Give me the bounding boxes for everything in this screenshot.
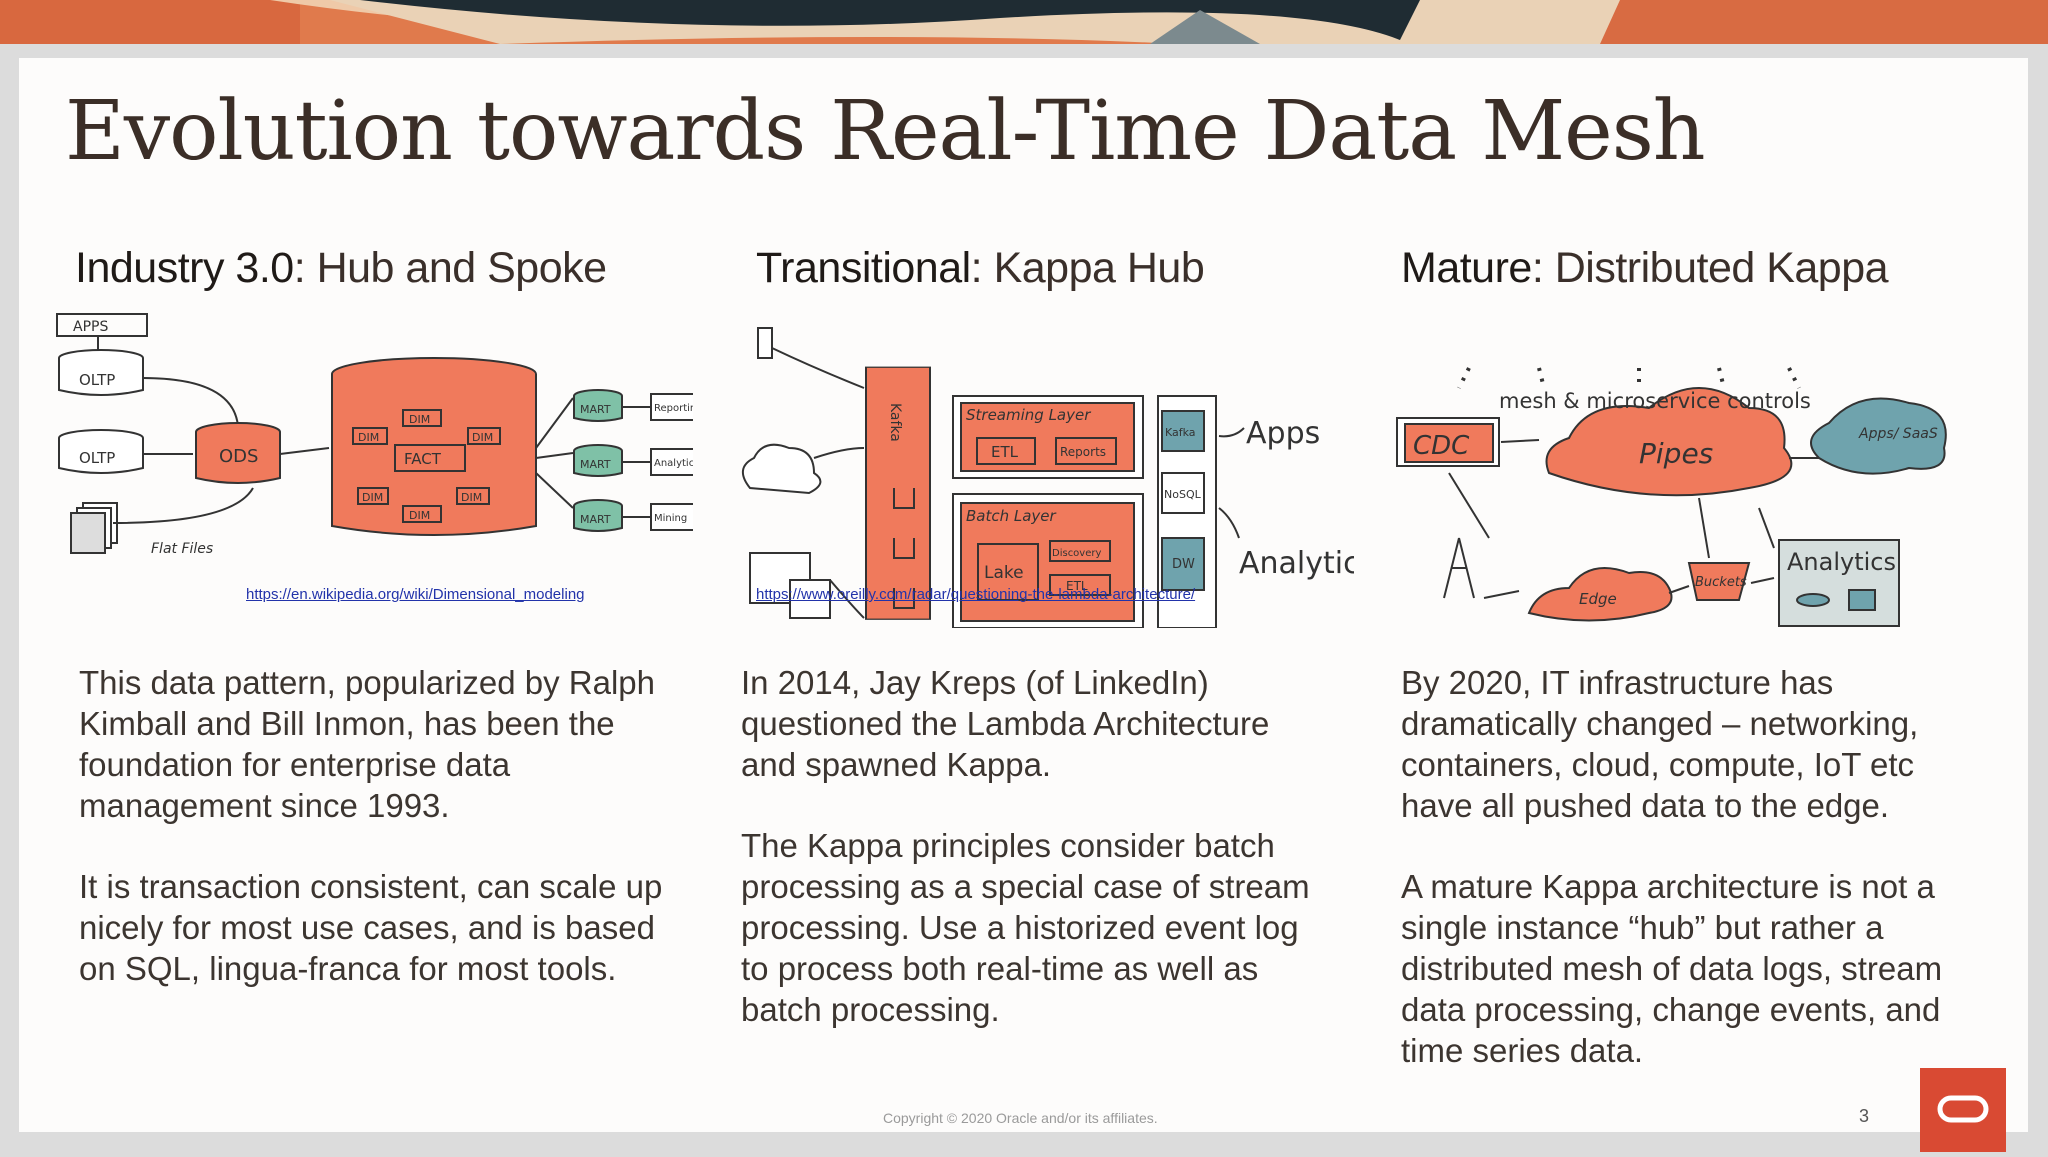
heading-bold: Mature bbox=[1401, 244, 1532, 292]
heading-bold: Industry 3.0 bbox=[75, 244, 294, 292]
heading-rest: : Kappa Hub bbox=[970, 244, 1205, 292]
dim-label: DIM bbox=[358, 431, 379, 444]
text-line: By 2020, IT infrastructure has bbox=[1401, 664, 1834, 701]
text-line: In 2014, Jay Kreps (of LinkedIn) bbox=[741, 664, 1209, 701]
distributed-kappa-diagram: mesh & microservice controls CDC Pipes A… bbox=[1396, 367, 1947, 627]
dim-label: DIM bbox=[461, 491, 482, 504]
text-line: have all pushed data to the edge. bbox=[1401, 787, 1890, 824]
dim-label: DIM bbox=[409, 509, 430, 522]
heading-bold: Transitional bbox=[756, 244, 971, 292]
text-line: and spawned Kappa. bbox=[741, 746, 1052, 783]
etl-batch-label: ETL bbox=[1066, 579, 1088, 593]
text-line: batch processing. bbox=[741, 991, 1000, 1028]
description-kappa-hub-p2: The Kappa principles consider batch proc… bbox=[741, 825, 1310, 1030]
oracle-logo bbox=[1920, 1068, 2006, 1152]
copyright-notice: Copyright © 2020 Oracle and/or its affil… bbox=[883, 1110, 1158, 1126]
text-line: management since 1993. bbox=[79, 787, 450, 824]
analytics-label: Analytics bbox=[1239, 546, 1354, 581]
apps-saas-label: Apps/ SaaS bbox=[1858, 426, 1938, 442]
mesh-controls-label: mesh & microservice controls bbox=[1499, 389, 1811, 413]
header-banner bbox=[0, 0, 2048, 44]
oltp-label-2: OLTP bbox=[79, 449, 115, 467]
banner-art bbox=[0, 0, 2048, 44]
buckets-label: Buckets bbox=[1695, 575, 1747, 590]
text-line: distributed mesh of data logs, stream bbox=[1401, 950, 1943, 987]
text-line: single instance “hub” but rather a bbox=[1401, 909, 1884, 946]
kappa-hub-diagram: Kafka Streaming Layer ETL Reports Batch … bbox=[742, 327, 1354, 628]
column-heading-kappa-hub: Transitional: Kappa Hub bbox=[756, 244, 1205, 293]
text-line: processing. Use a historized event log bbox=[741, 909, 1299, 946]
text-line: on SQL, lingua-franca for most tools. bbox=[79, 950, 617, 987]
pipes-label: Pipes bbox=[1639, 437, 1713, 470]
heading-rest: : Hub and Spoke bbox=[293, 244, 607, 292]
output-label: Mining bbox=[654, 513, 687, 524]
apps-label: APPS bbox=[73, 319, 108, 335]
dim-label: DIM bbox=[362, 491, 383, 504]
analytics-label: Analytics bbox=[1787, 548, 1896, 576]
wikipedia-link[interactable]: https://en.wikipedia.org/wiki/Dimensiona… bbox=[246, 586, 585, 603]
fact-label: FACT bbox=[404, 450, 442, 468]
column-heading-distributed-kappa: Mature: Distributed Kappa bbox=[1401, 244, 1889, 293]
kafka-label: Kafka bbox=[887, 403, 903, 442]
reports-label: Reports bbox=[1060, 445, 1106, 459]
output-label: Analytics bbox=[654, 458, 693, 469]
discovery-label: Discovery bbox=[1052, 548, 1101, 559]
edge-label: Edge bbox=[1579, 590, 1617, 608]
description-hub-spoke-p2: It is transaction consistent, can scale … bbox=[79, 866, 662, 989]
ods-label: ODS bbox=[219, 446, 258, 467]
description-hub-spoke-p1: This data pattern, popularized by Ralph … bbox=[79, 662, 655, 826]
text-line: questioned the Lambda Architecture bbox=[741, 705, 1270, 742]
streaming-layer-label: Streaming Layer bbox=[966, 406, 1091, 424]
text-line: containers, cloud, compute, IoT etc bbox=[1401, 746, 1914, 783]
apps-label: Apps bbox=[1246, 416, 1320, 451]
description-distributed-kappa-p1: By 2020, IT infrastructure has dramatica… bbox=[1401, 662, 1918, 826]
text-line: dramatically changed – networking, bbox=[1401, 705, 1919, 742]
lake-label: Lake bbox=[984, 563, 1024, 583]
text-line: to process both real-time as well as bbox=[741, 950, 1259, 987]
kafka-store-label: Kafka bbox=[1165, 426, 1196, 439]
output-label: Reporting bbox=[654, 403, 693, 414]
description-kappa-hub-p1: In 2014, Jay Kreps (of LinkedIn) questio… bbox=[741, 662, 1269, 785]
oracle-logo-icon bbox=[1937, 1095, 1989, 1123]
oreilly-link[interactable]: https://www.oreilly.com/radar/questionin… bbox=[756, 586, 1196, 603]
text-line: time series data. bbox=[1401, 1032, 1644, 1069]
text-line: It is transaction consistent, can scale … bbox=[79, 868, 663, 905]
text-line: foundation for enterprise data bbox=[79, 746, 511, 783]
text-line: A mature Kappa architecture is not a bbox=[1401, 868, 1935, 905]
heading-rest: : Distributed Kappa bbox=[1531, 244, 1889, 292]
text-line: nicely for most use cases, and is based bbox=[79, 909, 655, 946]
mart-label: MART bbox=[580, 513, 611, 526]
oltp-label-1: OLTP bbox=[79, 371, 115, 389]
etl-label: ETL bbox=[991, 443, 1019, 461]
dim-label: DIM bbox=[409, 413, 430, 426]
column-heading-hub-spoke: Industry 3.0: Hub and Spoke bbox=[75, 244, 607, 293]
batch-layer-label: Batch Layer bbox=[966, 507, 1057, 525]
cdc-label: CDC bbox=[1413, 431, 1470, 461]
text-line: processing as a special case of stream bbox=[741, 868, 1310, 905]
text-line: data processing, change events, and bbox=[1401, 991, 1941, 1028]
slide: Evolution towards Real-Time Data Mesh In… bbox=[19, 58, 2028, 1132]
dim-label: DIM bbox=[472, 431, 493, 444]
nosql-label: NoSQL bbox=[1164, 488, 1202, 501]
text-line: Kimball and Bill Inmon, has been the bbox=[79, 705, 615, 742]
dw-label: DW bbox=[1172, 557, 1195, 572]
description-distributed-kappa-p2: A mature Kappa architecture is not a sin… bbox=[1401, 866, 1942, 1071]
apps-box bbox=[56, 313, 148, 337]
page-number: 3 bbox=[1859, 1106, 1870, 1126]
flat-files-label: Flat Files bbox=[151, 541, 213, 557]
text-line: This data pattern, popularized by Ralph bbox=[79, 664, 656, 701]
mart-label: MART bbox=[580, 458, 611, 471]
hub-spoke-diagram: APPS OLTP OLTP ODS Flat Files FACT DIM D… bbox=[56, 313, 693, 557]
slide-title: Evolution towards Real-Time Data Mesh bbox=[65, 84, 1706, 179]
mart-label: MART bbox=[580, 403, 611, 416]
text-line: The Kappa principles consider batch bbox=[741, 827, 1275, 864]
